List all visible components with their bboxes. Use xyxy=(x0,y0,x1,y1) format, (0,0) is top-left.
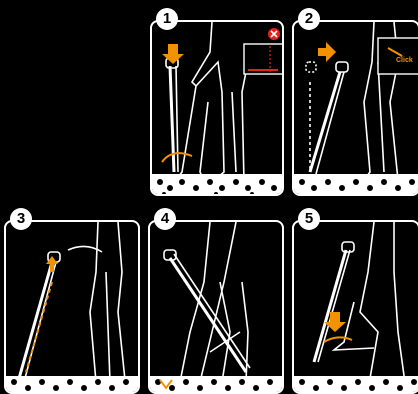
step-number-badge: 1 xyxy=(156,8,178,30)
click-callout: Click xyxy=(396,57,413,64)
right-arrow-icon xyxy=(318,42,336,62)
step-2-illustration xyxy=(294,22,418,196)
step-4-illustration xyxy=(150,222,284,394)
step-5-panel xyxy=(292,220,418,394)
step-5-illustration xyxy=(294,222,418,394)
step-number-badge: 3 xyxy=(10,208,32,230)
step-number-badge: 5 xyxy=(298,208,320,230)
step-1-panel xyxy=(150,20,284,196)
gravel-ground xyxy=(152,174,284,196)
step-3-panel xyxy=(4,220,140,394)
step-number-badge: 4 xyxy=(154,208,176,230)
step-2-panel xyxy=(292,20,418,196)
step-1-illustration xyxy=(152,22,284,196)
step-4-panel xyxy=(148,220,284,394)
step-3-illustration xyxy=(6,222,140,394)
step-number-badge: 2 xyxy=(298,8,320,30)
